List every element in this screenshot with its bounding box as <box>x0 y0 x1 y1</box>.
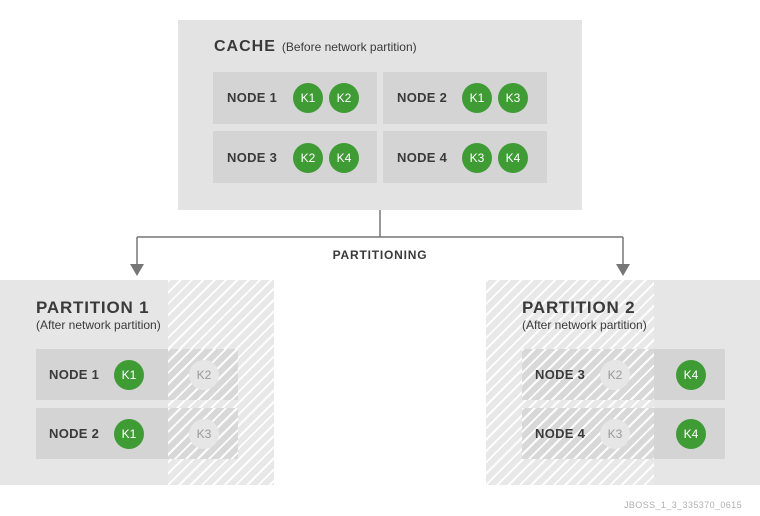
figure-id: JBOSS_1_3_335370_0615 <box>624 500 742 510</box>
cache-node-4: NODE 4 K3 K4 <box>383 131 547 183</box>
node-label: NODE 2 <box>397 90 448 105</box>
key-badge: K4 <box>329 143 359 173</box>
node-label: NODE 1 <box>227 90 278 105</box>
partition-1-node-2-lost-area: K3 <box>168 408 238 459</box>
node-label: NODE 2 <box>49 426 100 441</box>
key-badge: K1 <box>293 83 323 113</box>
partition-2-subtitle: (After network partition) <box>522 318 647 332</box>
node-label: NODE 4 <box>397 150 448 165</box>
lost-key-badge: K3 <box>189 419 219 449</box>
partition-2-node-3: NODE 3 K2 <box>522 349 654 400</box>
key-badge: K2 <box>329 83 359 113</box>
cache-subtitle: (Before network partition) <box>281 40 417 54</box>
partition-arrows <box>130 210 630 276</box>
key-badge: K1 <box>462 83 492 113</box>
partition-1-node-1: NODE 1 K1 <box>36 349 168 400</box>
cache-title-text: CACHE <box>214 38 276 55</box>
partition-1-title: PARTITION 1 <box>36 298 150 317</box>
node-label: NODE 3 <box>535 367 586 382</box>
partition-1-subtitle: (After network partition) <box>36 318 161 332</box>
key-badge: K4 <box>676 360 706 390</box>
node-label: NODE 3 <box>227 150 278 165</box>
partition-2-title: PARTITION 2 <box>522 298 636 317</box>
cache-title: CACHE (Before network partition) <box>214 38 417 56</box>
cache-node-2: NODE 2 K1 K3 <box>383 72 547 124</box>
key-badge: K3 <box>498 83 528 113</box>
key-badge: K2 <box>293 143 323 173</box>
arrow-down-right-icon <box>616 264 630 276</box>
node-label: NODE 4 <box>535 426 586 441</box>
partition-2-node-4: NODE 4 K3 <box>522 408 654 459</box>
key-badge: K4 <box>676 419 706 449</box>
key-badge: K3 <box>462 143 492 173</box>
partitioning-label: PARTITIONING <box>332 248 428 262</box>
lost-key-badge: K2 <box>600 360 630 390</box>
cache-node-3: NODE 3 K2 K4 <box>213 131 377 183</box>
cache-node-1: NODE 1 K1 K2 <box>213 72 377 124</box>
lost-key-badge: K2 <box>189 360 219 390</box>
key-badge: K4 <box>498 143 528 173</box>
node-label: NODE 1 <box>49 367 100 382</box>
partition-1-node-1-lost-area: K2 <box>168 349 238 400</box>
key-badge: K1 <box>114 360 144 390</box>
key-badge: K1 <box>114 419 144 449</box>
partition-2-node-3-active-area: K4 <box>654 349 725 400</box>
lost-key-badge: K3 <box>600 419 630 449</box>
arrow-down-left-icon <box>130 264 144 276</box>
partition-2-node-4-active-area: K4 <box>654 408 725 459</box>
partition-1-node-2: NODE 2 K1 <box>36 408 168 459</box>
